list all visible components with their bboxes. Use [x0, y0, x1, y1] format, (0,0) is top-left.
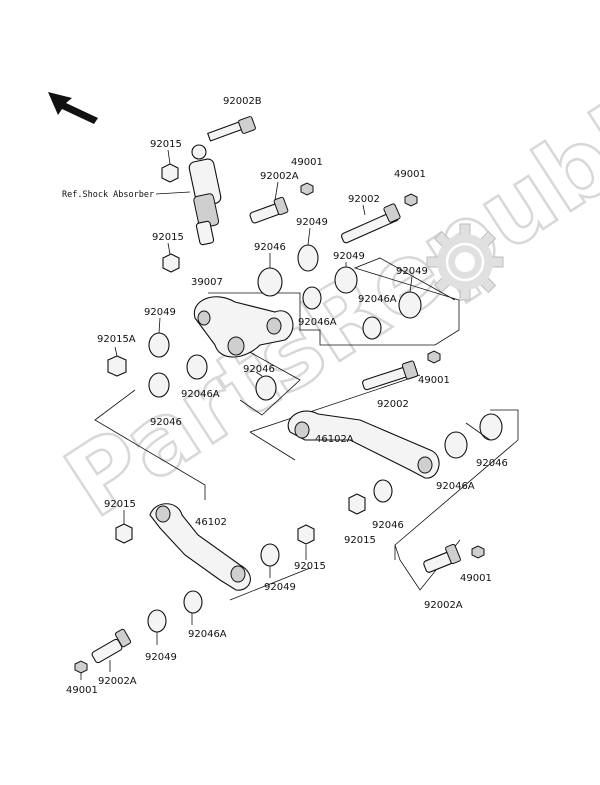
- part-label: 92049: [144, 307, 176, 318]
- part-label: 92046A: [188, 629, 227, 640]
- nuts-92015: [107, 163, 366, 545]
- bolt-92002-mid: [362, 360, 419, 391]
- bolt-92002A-bottom-left: [91, 628, 132, 664]
- bolt-92002A-bottom-right: [423, 543, 461, 573]
- part-label: 92049: [333, 251, 365, 262]
- part-label: 92002A: [424, 600, 463, 611]
- leader-lines: [80, 149, 491, 680]
- shock-absorber: [188, 144, 222, 246]
- part-label: 92015A: [97, 334, 136, 345]
- part-label: 92046A: [298, 317, 337, 328]
- part-label: 92046: [372, 520, 404, 531]
- part-label: 49001: [394, 169, 426, 180]
- part-label: 92046A: [436, 481, 475, 492]
- part-label: 92049: [145, 652, 177, 663]
- part-label: 92049: [396, 266, 428, 277]
- part-label: 92046: [150, 417, 182, 428]
- part-label: 49001: [460, 573, 492, 584]
- part-label: 92046: [476, 458, 508, 469]
- link-39007: [193, 296, 294, 358]
- bolt-92002A-top: [249, 196, 289, 224]
- part-label: 39007: [191, 277, 223, 288]
- bolt-92002-top: [340, 203, 401, 244]
- part-label: 46102A: [315, 434, 354, 445]
- part-label: 92046A: [358, 294, 397, 305]
- part-label: 92002A: [98, 676, 137, 687]
- part-label: 46102: [195, 517, 227, 528]
- bushings: [147, 244, 503, 633]
- gear-icon[interactable]: [426, 223, 504, 301]
- part-label: 92002A: [260, 171, 299, 182]
- link-46102: [149, 503, 251, 591]
- part-label: 92049: [264, 582, 296, 593]
- part-label: 92015: [150, 139, 182, 150]
- assembly-outlines: [94, 257, 519, 601]
- part-label: 92002B: [223, 96, 262, 107]
- part-label: 92015: [104, 499, 136, 510]
- ref-shock-absorber-label: Ref.Shock Absorber: [62, 190, 154, 200]
- part-label: 49001: [418, 375, 450, 386]
- part-label: 92046: [254, 242, 286, 253]
- bolt-92002B: [207, 116, 256, 142]
- direction-arrow-icon: [48, 92, 98, 124]
- part-label: 92002: [377, 399, 409, 410]
- part-label: 92046A: [181, 389, 220, 400]
- part-label: 92002: [348, 194, 380, 205]
- part-label: 92015: [344, 535, 376, 546]
- part-labels: 92002B 92015 92002A 49001 49001 92002 92…: [66, 96, 508, 696]
- part-label: 49001: [291, 157, 323, 168]
- watermark: PartsRepublik: [45, 30, 600, 540]
- part-label: 92049: [296, 217, 328, 228]
- svg-text:PartsRepublik: PartsRepublik: [47, 32, 600, 540]
- part-label: 92046: [243, 364, 275, 375]
- part-label: 92015: [152, 232, 184, 243]
- link-46102A: [287, 410, 440, 479]
- nuts-49001: [74, 182, 485, 674]
- part-label: 92015: [294, 561, 326, 572]
- part-label: 49001: [66, 685, 98, 696]
